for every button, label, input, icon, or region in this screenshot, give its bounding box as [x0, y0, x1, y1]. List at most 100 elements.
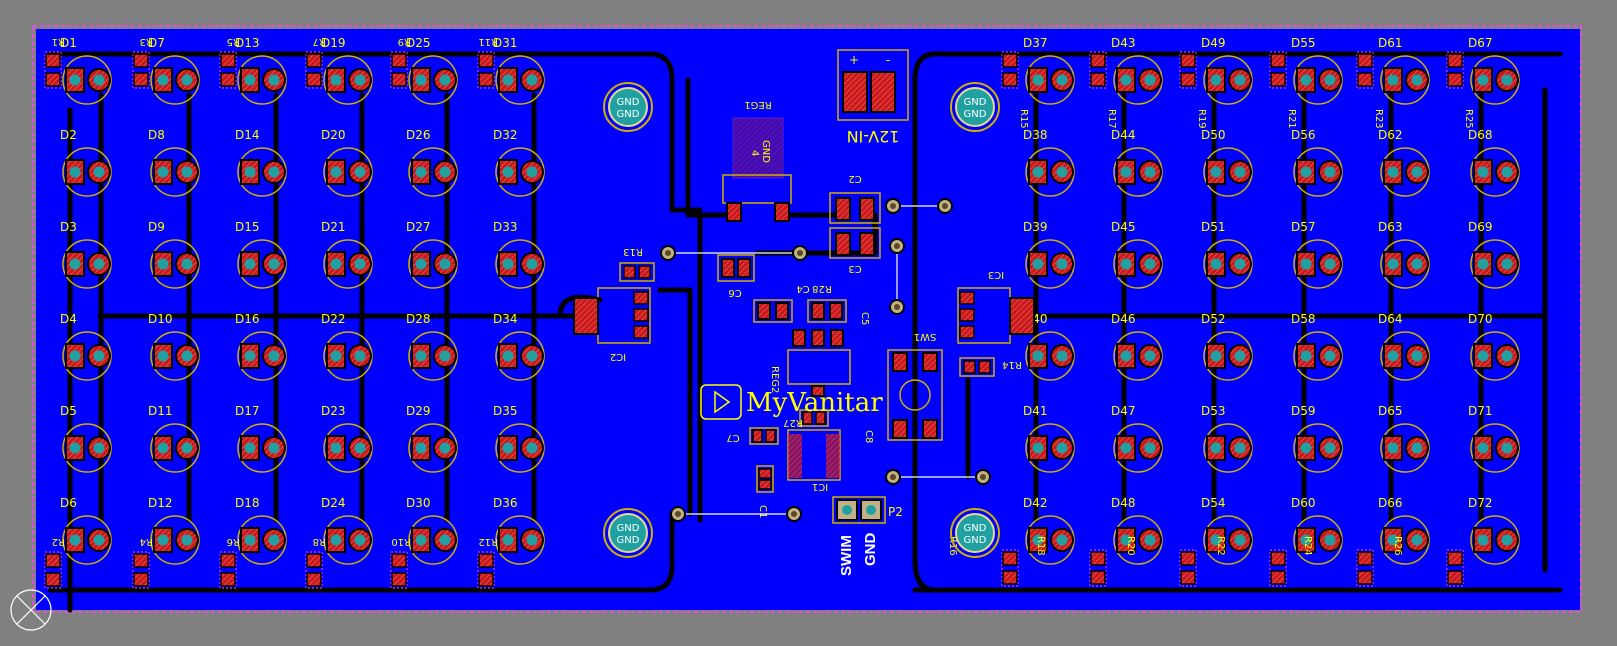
via-hole	[791, 511, 797, 517]
led-d46: D46	[1111, 312, 1163, 381]
led-d9: D9	[148, 220, 200, 289]
led-pad-hole	[1120, 442, 1132, 454]
resistor-outline	[1446, 549, 1464, 587]
led-ref: D45	[1111, 220, 1136, 234]
resistor-ref: R5	[227, 36, 240, 47]
led-pad-hole	[69, 534, 81, 546]
led-d58: D58	[1291, 312, 1343, 381]
led-d53: D53	[1201, 404, 1253, 473]
led-pad-hole	[502, 534, 514, 546]
led-pad-hole	[69, 166, 81, 178]
led-pad-hole	[244, 166, 256, 178]
led-ref: D18	[235, 496, 260, 510]
led-d37: D37	[1023, 36, 1075, 105]
resistor-pad	[1002, 53, 1018, 68]
led-ref: D12	[148, 496, 173, 510]
led-pad-hole	[1387, 442, 1399, 454]
led-pad-hole	[1032, 534, 1044, 546]
led-pad-hole	[1324, 74, 1336, 86]
resistor-ref: R11	[478, 36, 498, 47]
ic3: IC3	[957, 269, 1035, 344]
resistor-ref: R4	[140, 536, 153, 547]
resistor-ref: R22	[1215, 536, 1226, 556]
led-pad-hole	[1210, 350, 1222, 362]
led-pad-hole	[244, 258, 256, 270]
led-ref: D68	[1468, 128, 1493, 142]
led-pad-hole	[1234, 166, 1246, 178]
led-ref: D55	[1291, 36, 1316, 50]
led-d34: D34	[493, 312, 545, 381]
via-hole	[675, 511, 681, 517]
led-pad-hole	[1477, 166, 1489, 178]
resistor-pad	[1180, 570, 1196, 585]
led-d63: D63	[1378, 220, 1430, 289]
resistor-pad	[391, 53, 407, 68]
led-ref: D57	[1291, 220, 1316, 234]
led-pad-hole	[1477, 442, 1489, 454]
jumper-wires	[668, 205, 983, 515]
resistor-pad	[220, 72, 236, 87]
led-pad-hole	[1144, 534, 1156, 546]
led-ref: D60	[1291, 496, 1316, 510]
c8-ref: C8	[863, 430, 874, 443]
resistor-ref: R2	[52, 536, 65, 547]
power-connector-label: 12V-IN	[847, 127, 900, 146]
led-pad-hole	[93, 442, 105, 454]
led-pad-hole	[1056, 258, 1068, 270]
resistor-pad	[45, 572, 61, 587]
led-d64: D64	[1378, 312, 1430, 381]
led-pad-hole	[1387, 350, 1399, 362]
led-pad-hole	[1411, 442, 1423, 454]
led-d54: D54	[1201, 496, 1253, 565]
led-pad-hole	[1477, 74, 1489, 86]
led-ref: D15	[235, 220, 260, 234]
resistor-outline	[1001, 549, 1019, 587]
led-d61: D61	[1378, 36, 1430, 105]
led-pad-hole	[268, 350, 280, 362]
led-pad-hole	[439, 166, 451, 178]
led-pad-hole	[1411, 74, 1423, 86]
ic1: IC1	[787, 429, 841, 492]
mount-hole-label: GND	[617, 97, 640, 108]
led-ref: D17	[235, 404, 260, 418]
led-pad-hole	[181, 258, 193, 270]
led-pad-hole	[157, 350, 169, 362]
via-hole	[894, 304, 900, 310]
led-pad-hole	[268, 442, 280, 454]
resistor-outline	[44, 551, 62, 589]
resistor-pad	[220, 572, 236, 587]
resistor-ref: R8	[313, 536, 326, 547]
resistor-pad	[1090, 570, 1106, 585]
resistor-pad	[1090, 551, 1106, 566]
led-pad-hole	[502, 350, 514, 362]
resistor-r4: R4	[132, 536, 153, 589]
led-d5: D5	[60, 404, 112, 473]
via-hole	[665, 250, 671, 256]
led-ref: D31	[493, 36, 518, 50]
led-pad-hole	[1387, 166, 1399, 178]
resistor-ref: R15	[1018, 109, 1029, 129]
resistor-pad	[306, 72, 322, 87]
led-pad-hole	[1144, 74, 1156, 86]
power-plus-label: +	[849, 53, 859, 67]
led-ref: D65	[1378, 404, 1403, 418]
led-pad-hole	[1120, 166, 1132, 178]
led-ref: D52	[1201, 312, 1226, 326]
led-d42: D42	[1023, 496, 1075, 565]
led-d60: D60	[1291, 496, 1343, 565]
led-ref: D2	[60, 128, 77, 142]
resistor-ref: R1	[52, 36, 65, 47]
led-d59: D59	[1291, 404, 1343, 473]
resistor-ref: R17	[1106, 109, 1117, 129]
led-d44: D44	[1111, 128, 1163, 197]
copper-trace	[912, 51, 938, 593]
resistor-outline	[477, 551, 495, 589]
capacitor-c2-c3: C2 C3	[829, 173, 881, 274]
brand-text: MyVanitar	[746, 388, 883, 418]
led-pad-hole	[526, 258, 538, 270]
led-pad-hole	[1032, 74, 1044, 86]
led-d14: D14	[235, 128, 287, 197]
led-pad-hole	[181, 442, 193, 454]
led-pad-hole	[1032, 258, 1044, 270]
